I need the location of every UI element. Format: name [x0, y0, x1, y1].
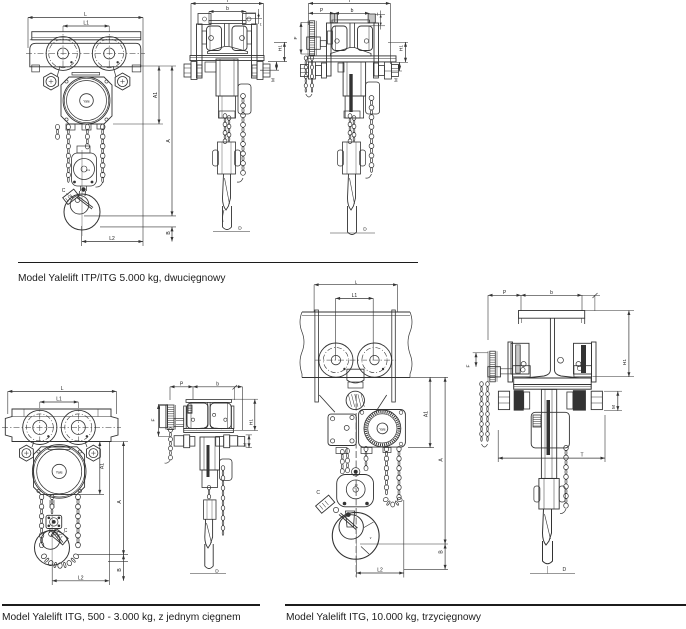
svg-text:b: b	[550, 290, 553, 296]
svg-text:L2: L2	[109, 236, 115, 242]
svg-text:H1: H1	[277, 45, 283, 51]
svg-text:C: C	[64, 528, 68, 534]
svg-text:b: b	[351, 8, 354, 14]
svg-text:D: D	[238, 226, 242, 232]
svg-text:L1: L1	[83, 21, 89, 27]
svg-text:L: L	[355, 279, 358, 284]
svg-text:T: T	[226, 0, 229, 4]
svg-text:b: b	[216, 381, 219, 387]
svg-text:P: P	[503, 290, 507, 296]
svg-text:P: P	[320, 8, 324, 14]
svg-text:t: t	[260, 22, 262, 27]
svg-text:A: A	[117, 500, 123, 504]
svg-text:D: D	[562, 567, 566, 573]
svg-text:F: F	[466, 364, 472, 367]
svg-text:v: v	[370, 536, 372, 540]
svg-text:B: B	[166, 231, 172, 235]
svg-text:M: M	[243, 443, 249, 447]
svg-text:M: M	[611, 405, 617, 409]
svg-text:A1: A1	[423, 411, 429, 417]
svg-text:M: M	[394, 78, 400, 82]
svg-text:L1: L1	[56, 397, 62, 403]
svg-text:t: t	[377, 12, 379, 17]
svg-text:H1: H1	[399, 45, 405, 51]
svg-text:C: C	[62, 188, 66, 194]
svg-text:mm: mm	[354, 487, 358, 490]
svg-text:D: D	[215, 569, 219, 575]
svg-text:T: T	[580, 453, 583, 459]
svg-text:B: B	[438, 550, 444, 554]
svg-text:F: F	[151, 418, 157, 421]
svg-text:A1: A1	[153, 92, 159, 98]
svg-text:Yale: Yale	[56, 470, 63, 474]
svg-text:B: B	[117, 568, 123, 572]
svg-text:H1: H1	[622, 359, 628, 365]
svg-text:D: D	[363, 227, 367, 233]
svg-text:L: L	[84, 12, 87, 18]
svg-text:Yale: Yale	[379, 427, 386, 431]
svg-text:mm: mm	[86, 169, 90, 172]
svg-text:L2: L2	[78, 575, 84, 581]
svg-text:F: F	[293, 36, 299, 39]
svg-text:A1: A1	[99, 463, 105, 469]
svg-text:A: A	[166, 139, 172, 143]
svg-text:L: L	[61, 386, 64, 392]
svg-text:L2: L2	[377, 568, 383, 574]
svg-text:P: P	[180, 381, 184, 387]
svg-text:A: A	[438, 458, 444, 462]
svg-text:C: C	[316, 490, 320, 496]
svg-text:L1: L1	[352, 293, 358, 299]
svg-text:Yale: Yale	[83, 100, 90, 104]
svg-text:H1: H1	[248, 419, 254, 425]
svg-text:T: T	[348, 0, 351, 4]
svg-text:M: M	[271, 78, 277, 82]
svg-text:b: b	[226, 6, 229, 12]
